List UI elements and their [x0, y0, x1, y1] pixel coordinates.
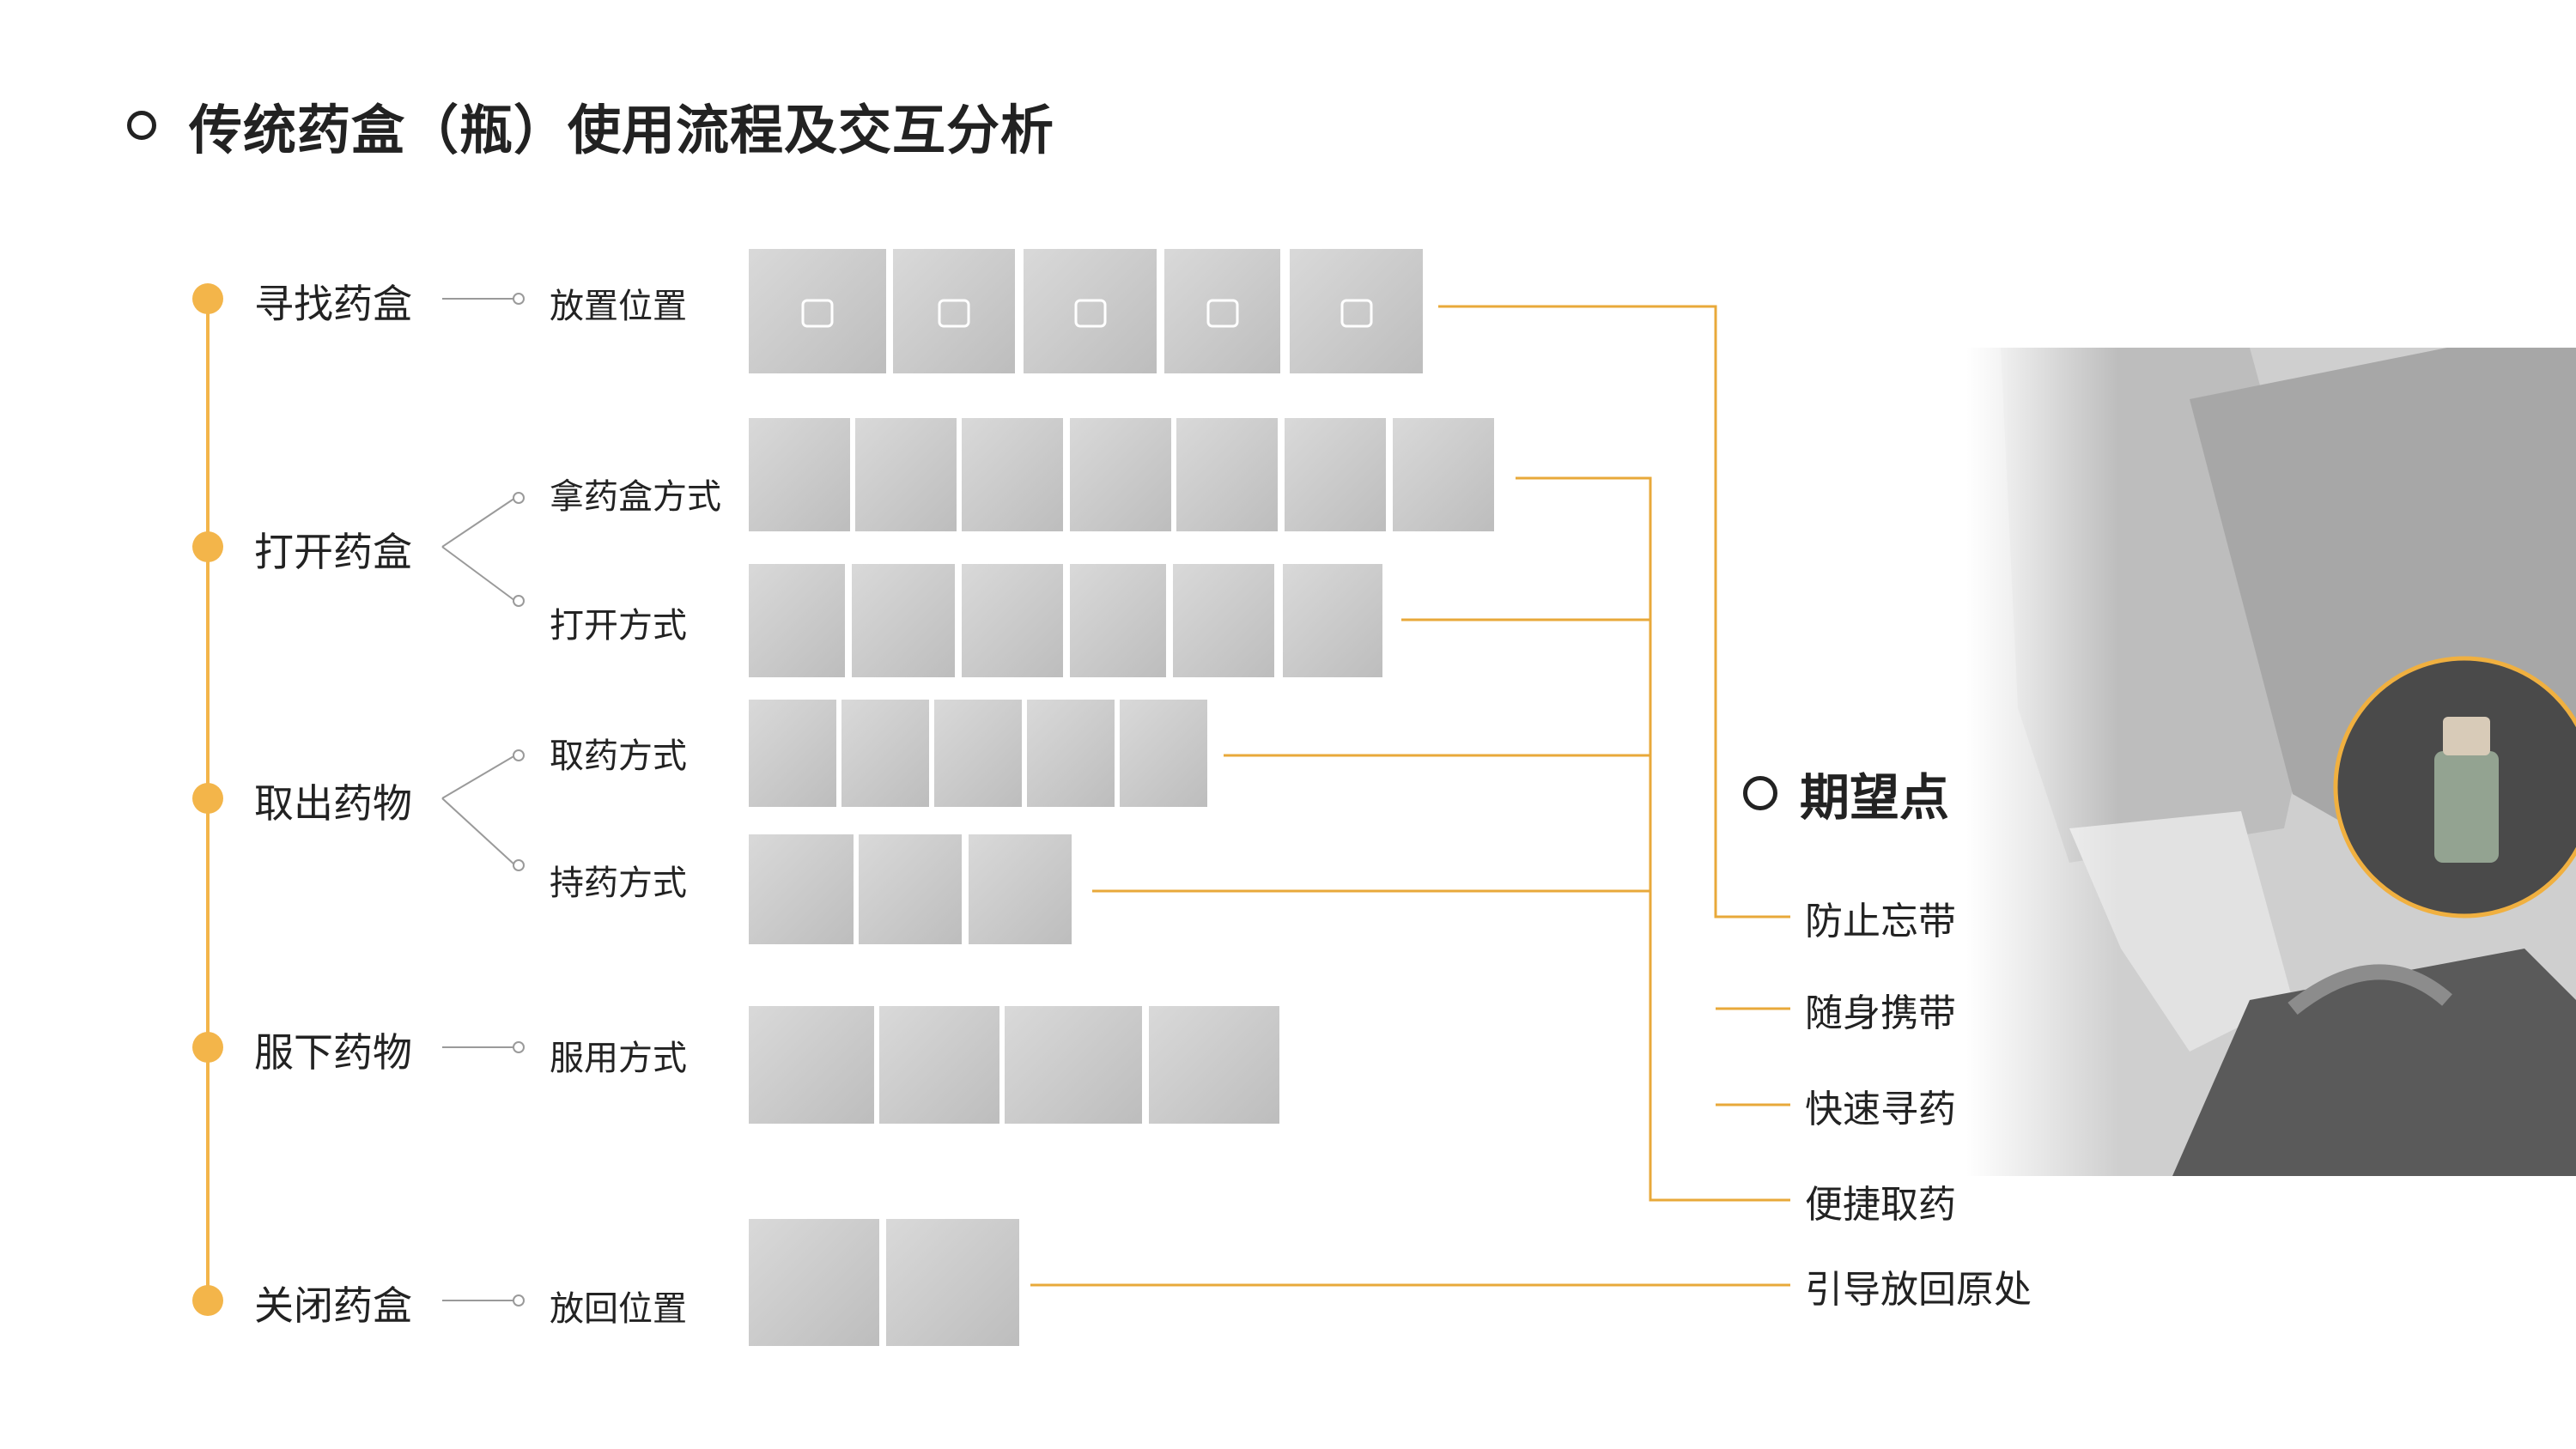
photo-strip-swallow — [749, 1006, 1281, 1124]
sub-label-carrying: 持药方式 — [550, 864, 687, 903]
photo-thumbnail — [1120, 700, 1207, 807]
photo-thumbnail — [886, 1219, 1019, 1346]
photo-thumbnail — [1027, 700, 1115, 807]
expectation-connectors — [1030, 305, 2344, 1287]
sub-label-opening: 打开方式 — [550, 606, 687, 646]
photo-thumbnail — [1149, 1006, 1279, 1124]
photo-thumbnail — [749, 1219, 879, 1346]
step-sub-connectors — [441, 298, 516, 1301]
photo-thumbnail — [1176, 418, 1278, 531]
photo-thumbnail — [749, 834, 854, 944]
person-photo — [1966, 348, 2576, 1176]
photo-thumbnail — [1290, 249, 1423, 373]
photo-thumbnail — [1173, 564, 1274, 677]
photo-placeholder-icon — [1074, 299, 1106, 327]
photo-thumbnail — [749, 564, 845, 677]
timeline-dot-icon — [192, 1285, 223, 1316]
sub-label-return: 放回位置 — [550, 1289, 687, 1329]
photo-thumbnail — [749, 700, 836, 807]
photo-thumbnail — [749, 249, 886, 373]
sub-label-placement: 放置位置 — [550, 287, 687, 326]
photo-thumbnail — [852, 564, 955, 677]
photo-strip-carrying — [749, 834, 1075, 944]
photo-thumbnail — [855, 418, 957, 531]
photo-strip-opening — [749, 564, 1384, 677]
photo-strip-return — [749, 1219, 1019, 1346]
photo-strip-placement — [749, 249, 1423, 373]
photo-thumbnail — [969, 834, 1072, 944]
sub-label-taking: 取药方式 — [550, 737, 687, 776]
step-label-take-out: 取出药物 — [254, 780, 412, 827]
timeline-dot-icon — [192, 531, 223, 562]
step-label-close: 关闭药盒 — [254, 1282, 412, 1329]
step-label-open: 打开药盒 — [254, 529, 412, 575]
photo-thumbnail — [1393, 418, 1494, 531]
sub-label-holding: 拿药盒方式 — [550, 477, 721, 517]
expectation-item: 防止忘带 — [1805, 900, 1956, 943]
photo-thumbnail — [934, 700, 1022, 807]
page-title-text: 传统药盒（瓶）使用流程及交互分析 — [189, 99, 1055, 161]
expectation-item: 引导放回原处 — [1805, 1268, 2032, 1312]
photo-thumbnail — [893, 249, 1015, 373]
photo-thumbnail — [1164, 249, 1280, 373]
page-title: 传统药盒（瓶）使用流程及交互分析 — [127, 91, 1054, 161]
photo-thumbnail — [962, 418, 1063, 531]
step-label-swallow: 服下药物 — [254, 1029, 412, 1076]
photo-thumbnail — [749, 418, 850, 531]
photo-thumbnail — [1005, 1006, 1142, 1124]
photo-thumbnail — [1285, 418, 1386, 531]
timeline-dot-icon — [192, 1032, 223, 1063]
photo-placeholder-icon — [801, 299, 834, 327]
photo-placeholder-icon — [1206, 299, 1238, 327]
expectation-item: 随身携带 — [1805, 991, 1956, 1035]
ring-bullet-icon — [1743, 776, 1777, 810]
photo-placeholder-icon — [1340, 299, 1372, 327]
photo-thumbnail — [879, 1006, 999, 1124]
photo-strip-holding — [749, 418, 1496, 531]
step-label-find: 寻找药盒 — [254, 281, 412, 327]
photo-thumbnail — [1283, 564, 1382, 677]
photo-thumbnail — [841, 700, 929, 807]
photo-placeholder-icon — [938, 299, 970, 327]
sub-connector-ends — [513, 293, 525, 1307]
photo-thumbnail — [1024, 249, 1157, 373]
photo-thumbnail — [1070, 564, 1166, 677]
expectation-item: 便捷取药 — [1805, 1183, 1956, 1227]
sub-label-taking-method: 服用方式 — [550, 1039, 687, 1078]
expectations-title: 期望点 — [1800, 768, 1950, 827]
photo-strip-taking — [749, 700, 1208, 807]
photo-thumbnail — [962, 564, 1063, 677]
expectation-item: 快速寻药 — [1805, 1088, 1956, 1131]
photo-thumbnail — [749, 1006, 874, 1124]
photo-thumbnail — [1070, 418, 1171, 531]
photo-thumbnail — [859, 834, 962, 944]
ring-bullet-icon — [127, 111, 156, 140]
timeline-dot-icon — [192, 783, 223, 814]
timeline-dot-icon — [192, 283, 223, 314]
expectations-header: 期望点 — [1743, 757, 1949, 829]
